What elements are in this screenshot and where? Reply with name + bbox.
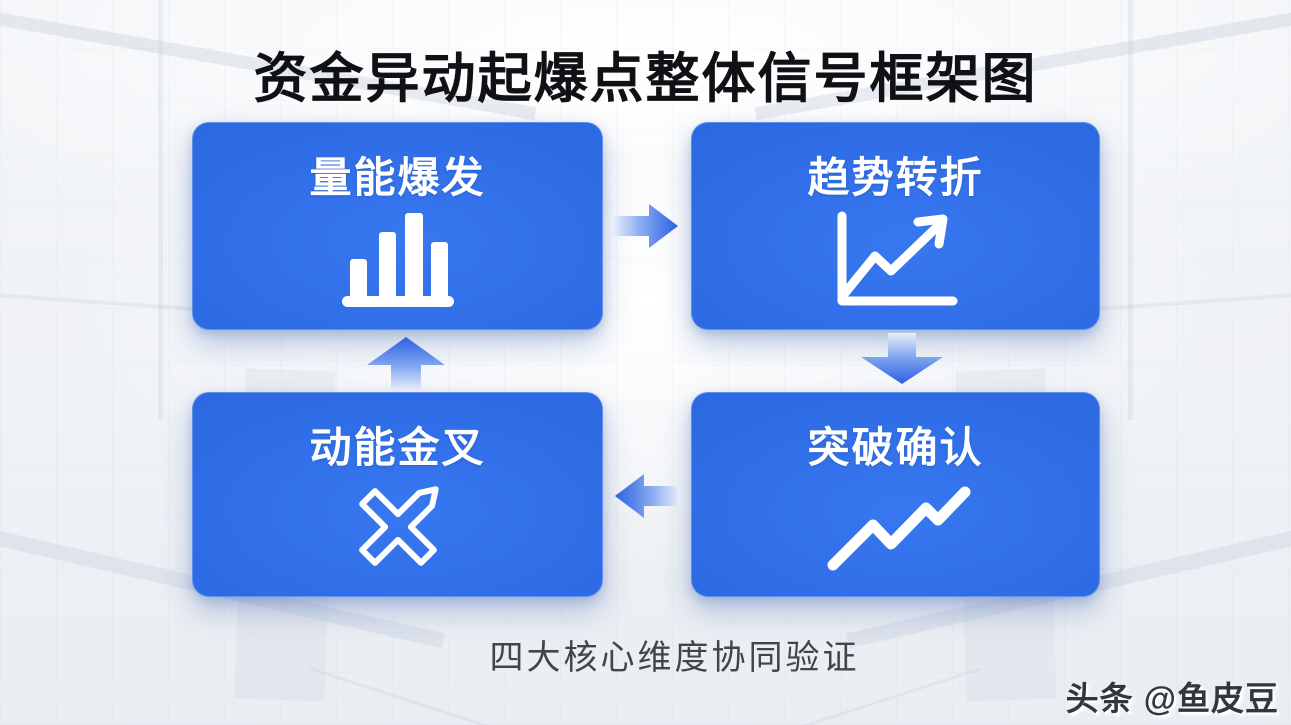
watermark: 头条 @鱼皮豆 — [1065, 680, 1279, 717]
arrow-right-icon — [613, 204, 678, 248]
node-label: 动能金叉 — [309, 424, 486, 471]
node-label: 趋势转折 — [807, 154, 984, 201]
bar-chart-icon — [341, 213, 454, 307]
arrow-down-icon — [861, 333, 943, 384]
cross-x-arrow-icon — [358, 486, 439, 566]
node-label: 突破确认 — [807, 424, 984, 471]
node-momentum-golden-cross: 动能金叉 — [192, 392, 603, 597]
trend-line-arrow-icon — [837, 211, 957, 306]
node-trend-reversal: 趋势转折 — [691, 122, 1100, 330]
zigzag-rising-line-icon — [827, 486, 970, 571]
bottom-caption: 四大核心维度协同验证 — [489, 639, 860, 677]
node-volume-burst: 量能爆发 — [192, 122, 603, 330]
page-title: 资金异动起爆点整体信号框架图 — [253, 49, 1038, 109]
arrow-left-icon — [615, 474, 680, 518]
arrow-up-icon — [367, 337, 445, 391]
node-label: 量能爆发 — [309, 154, 486, 201]
node-breakout-confirmation: 突破确认 — [691, 392, 1100, 597]
